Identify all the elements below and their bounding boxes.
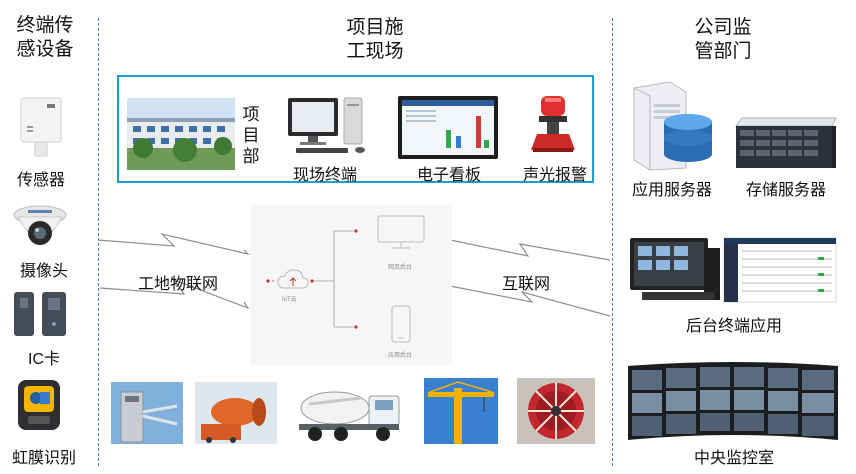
desktop-terminal-icon (284, 92, 380, 156)
project-department-building-icon (127, 98, 235, 170)
iot-cloud-label: IoT云 (282, 297, 297, 303)
application-server-icon (626, 80, 716, 172)
monitoring-room-label: 中央监控室 (693, 450, 774, 467)
site-title-line2: 工现场 (346, 41, 404, 62)
left-network-link (98, 232, 250, 310)
app-server-label: 应用服务器 (631, 182, 712, 199)
tower-crane-icon (424, 378, 498, 444)
site-title-line1: 项目施 (346, 17, 404, 38)
project-site-box (117, 75, 594, 183)
iris-scanner-icon (14, 378, 64, 432)
app-backend-icon (390, 304, 412, 344)
web-backend-label: 网页后台 (388, 265, 413, 271)
camera-icon (12, 203, 68, 253)
company-column-title: 公司监 管部门 (675, 16, 771, 64)
fog-cannon-icon (195, 382, 277, 444)
terminal-column-title: 终端传 感设备 (8, 14, 82, 62)
terminal-title-line1: 终端传 (16, 15, 74, 36)
project-dept-char-1: 项 (242, 105, 260, 124)
backend-terminal-label: 后台终端应用 (685, 318, 782, 335)
alarm-label: 声光报警 (522, 167, 587, 184)
right-divider (612, 18, 613, 466)
left-divider (98, 18, 99, 466)
electronic-board-label: 电子看板 (416, 167, 481, 184)
project-department-label: 项 目 部 (240, 104, 262, 167)
web-backend-icon (374, 214, 428, 250)
sound-light-alarm-icon (527, 94, 579, 154)
company-title-line2: 管部门 (694, 41, 752, 62)
project-dept-char-2: 目 (242, 126, 260, 145)
tunnel-boring-machine-icon (517, 378, 595, 444)
site-terminal-label: 现场终端 (292, 167, 357, 184)
internet-label: 互联网 (501, 276, 550, 293)
storage-server-icon (732, 116, 838, 172)
electronic-board-icon (398, 96, 498, 159)
app-backend-label: 应用后台 (388, 353, 413, 359)
iot-hub-lines (266, 229, 358, 329)
iot-cloud-icon (276, 268, 310, 292)
site-column-title: 项目施 工现场 (320, 16, 430, 64)
sensor-icon (17, 96, 65, 158)
site-iot-network-label: 工地物联网 (137, 276, 218, 293)
iot-hub-panel (250, 205, 452, 365)
ic-card-reader-icon (12, 290, 72, 338)
project-dept-char-3: 部 (242, 147, 260, 166)
terminal-title-line2: 感设备 (16, 39, 74, 60)
right-network-link (449, 239, 611, 317)
company-title-line1: 公司监 (694, 17, 752, 38)
backend-terminal-icon (628, 234, 840, 308)
turnstile-gate-icon (111, 382, 183, 444)
monitoring-room-icon (626, 360, 840, 442)
ic-card-label: IC卡 (27, 351, 60, 368)
iris-label: 虹膜识别 (11, 450, 76, 467)
camera-label: 摄像头 (19, 263, 68, 280)
concrete-mixer-truck-icon (291, 382, 407, 444)
sensor-label: 传感器 (16, 172, 65, 189)
storage-server-label: 存储服务器 (745, 182, 826, 199)
